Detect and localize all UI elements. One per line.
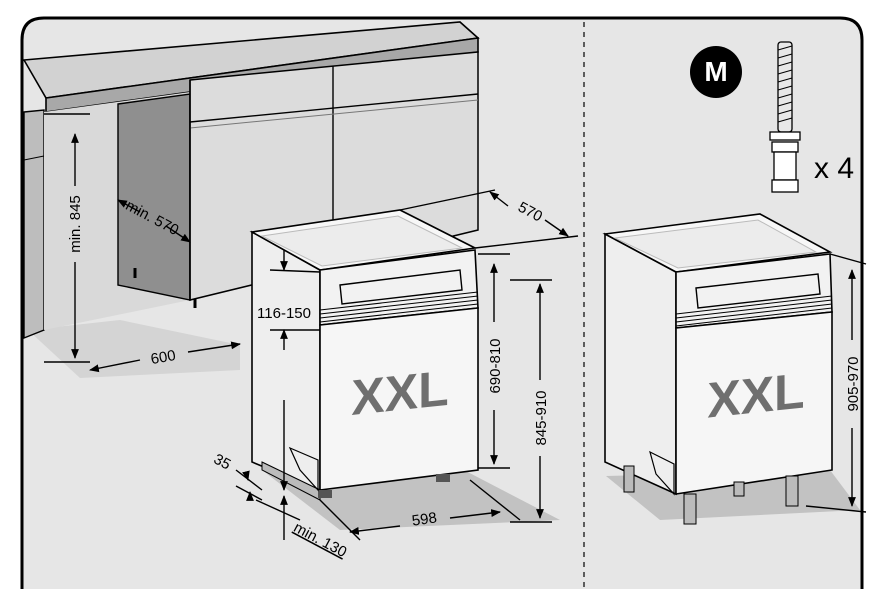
- adjustable-feet-right: [623, 465, 799, 525]
- left-panel: XXL: [22, 21, 579, 561]
- right-panel: M x 4: [602, 41, 867, 525]
- floor-shadow-left: [28, 320, 240, 378]
- foot-left-rear: [436, 474, 450, 482]
- accessory-badge: M: [690, 46, 742, 98]
- dim-116-150: 116-150: [257, 305, 311, 322]
- dimension-lines-left: [44, 113, 579, 541]
- foot-left-front: [318, 490, 332, 498]
- dim-600: 600: [149, 347, 177, 368]
- dishwasher-left: XXL: [249, 209, 479, 501]
- accessory-quantity: x 4: [814, 152, 854, 185]
- dim-598: 598: [411, 509, 438, 529]
- badge-letter: M: [704, 56, 727, 87]
- dishwasher-door: [319, 307, 479, 491]
- dimension-lines-right: [805, 253, 867, 513]
- xxl-label-left: XXL: [351, 360, 448, 426]
- dim-690-810: 690-810: [487, 338, 504, 393]
- dim-845-910: 845-910: [533, 390, 550, 445]
- door-ribs: [319, 291, 479, 323]
- left-cabinet: [23, 109, 45, 340]
- dim-35: 35: [211, 451, 234, 474]
- adjustable-foot-icon: [769, 41, 801, 193]
- dishwasher-right: XXL: [602, 213, 833, 525]
- dim-905-970: 905-970: [845, 356, 862, 411]
- dim-min-845: min. 845: [67, 195, 84, 253]
- xxl-label-right: XXL: [707, 363, 804, 429]
